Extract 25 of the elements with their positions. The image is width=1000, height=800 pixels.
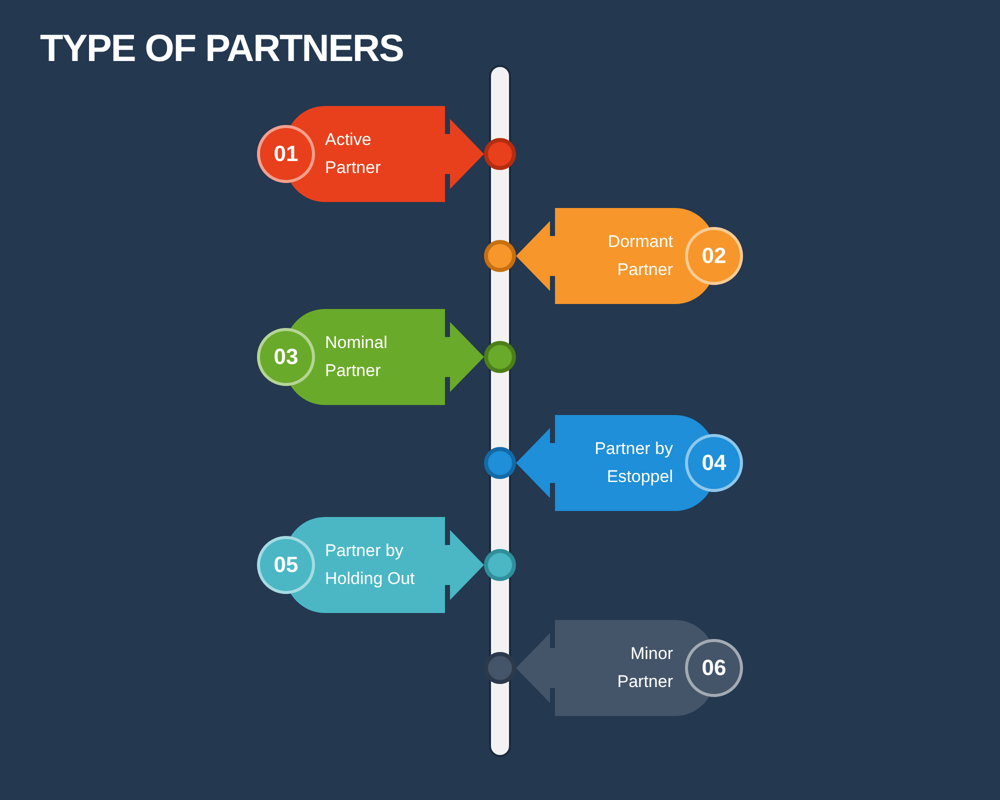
partner-type-label: Nominal Partner [325,332,388,382]
step-number: 02 [685,227,743,285]
step-number: 04 [685,434,743,492]
arrow [516,633,555,703]
step-number: 05 [257,536,315,594]
partner-type-label: Partner by Estoppel [594,438,673,488]
title: TYPE OF PARTNERS [40,28,404,71]
step-number: 03 [257,328,315,386]
arrow [445,530,484,600]
partner-type-label: Minor Partner [616,643,673,693]
timeline-dot [484,447,516,479]
timeline-dot [484,138,516,170]
arrow [445,322,484,392]
timeline-dot [484,652,516,684]
step-number: 01 [257,125,315,183]
timeline-dot [484,240,516,272]
partner-type-label: Dormant Partner [606,231,673,281]
partner-type-label: Partner by Holding Out [325,540,416,590]
partner-type-label: Active Partner [325,129,382,179]
arrow [516,221,555,291]
timeline-dot [484,549,516,581]
arrow [516,428,555,498]
step-number: 06 [685,639,743,697]
arrow [445,119,484,189]
timeline-dot [484,341,516,373]
